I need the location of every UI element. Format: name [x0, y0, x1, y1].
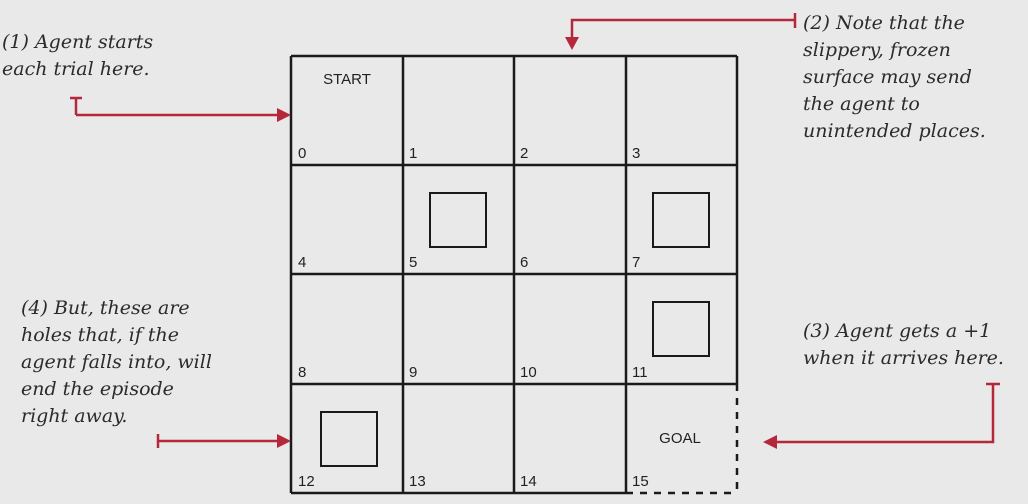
- cell-15-label: 15: [632, 473, 649, 490]
- arrow-to-goal: [763, 382, 1000, 449]
- annotation-line: (1) Agent starts: [2, 31, 154, 53]
- cell-0-label: 0: [298, 145, 306, 162]
- annotation-line: agent falls into, will: [21, 351, 212, 373]
- annotation-line: unintended places.: [803, 120, 986, 142]
- hole-7: [652, 192, 710, 248]
- annotation-slippery-surface: (2) Note that the slippery, frozen surfa…: [803, 10, 986, 145]
- cell-9-label: 9: [409, 364, 417, 381]
- goal-cell-dashed-border: [626, 384, 739, 495]
- annotation-agent-start: (1) Agent starts each trial here.: [2, 29, 153, 83]
- annotation-goal-reward: (3) Agent gets a +1 when it arrives here…: [803, 318, 1004, 372]
- arrow-to-hole-12: [156, 434, 291, 448]
- cell-14-label: 14: [520, 473, 537, 490]
- annotation-holes: (4) But, these are holes that, if the ag…: [21, 295, 212, 430]
- grid-lines: [289, 54, 739, 495]
- cell-1-label: 1: [409, 145, 417, 162]
- cell-7-label: 7: [632, 254, 640, 271]
- annotation-line: (3) Agent gets a +1: [803, 320, 992, 342]
- arrows: [70, 13, 1000, 449]
- cell-10-label: 10: [520, 364, 537, 381]
- annotation-line: (4) But, these are: [21, 297, 190, 319]
- annotation-line: slippery, frozen: [803, 39, 951, 61]
- annotation-line: holes that, if the: [21, 324, 179, 346]
- annotation-line: (2) Note that the: [803, 12, 965, 34]
- cell-3-label: 3: [632, 145, 640, 162]
- annotation-line: end the episode: [21, 378, 174, 400]
- cell-13-label: 13: [409, 473, 426, 490]
- cell-12-label: 12: [298, 473, 315, 490]
- cell-5-label: 5: [409, 254, 417, 271]
- hole-11: [652, 301, 710, 357]
- annotation-line: each trial here.: [2, 58, 150, 80]
- annotation-line: surface may send: [803, 66, 972, 88]
- goal-label: GOAL: [659, 430, 701, 447]
- hole-5: [429, 192, 487, 248]
- cell-2-label: 2: [520, 145, 528, 162]
- cell-8-label: 8: [298, 364, 306, 381]
- hole-12: [320, 411, 378, 467]
- annotation-line: right away.: [21, 405, 128, 427]
- cell-4-label: 4: [298, 254, 306, 271]
- start-label: START: [323, 71, 371, 88]
- arrow-to-grid-top: [565, 13, 797, 50]
- arrow-to-start: [70, 96, 291, 122]
- cell-6-label: 6: [520, 254, 528, 271]
- annotation-line: the agent to: [803, 93, 920, 115]
- annotation-line: when it arrives here.: [803, 347, 1004, 369]
- cell-11-label: 11: [632, 364, 648, 381]
